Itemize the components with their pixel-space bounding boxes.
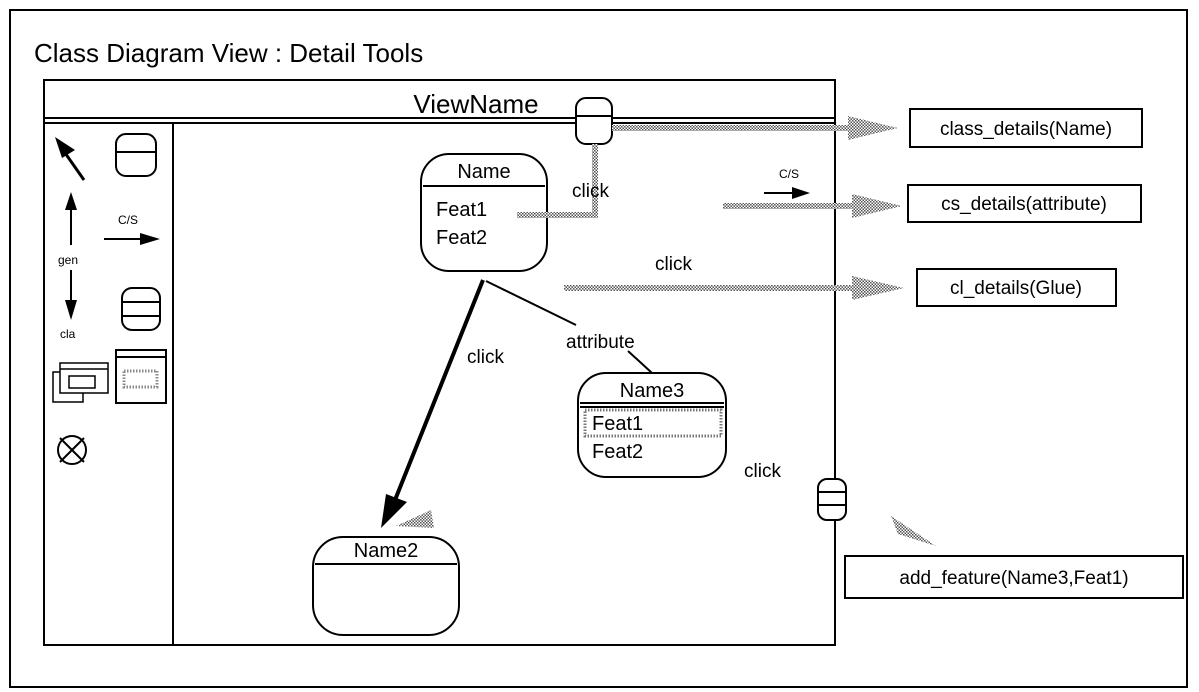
edge-attribute-widget[interactable] (817, 478, 847, 521)
cs-details-label: cs_details(attribute) (941, 194, 1107, 215)
generalization-arrow[interactable] (381, 279, 485, 528)
class-name-label: Name (457, 161, 510, 183)
class-shape-icon[interactable] (115, 133, 157, 177)
view-frame (43, 79, 836, 646)
cs-details-arrow (723, 194, 902, 218)
class-box-name[interactable]: Name Feat1 Feat2 (420, 153, 548, 272)
delete-circle-icon[interactable] (57, 435, 87, 465)
click-label-middle: click (655, 254, 692, 275)
cs-details-box[interactable]: cs_details(attribute) (907, 184, 1142, 223)
hatched-arrowhead (891, 516, 936, 546)
class-name-label: Name3 (620, 380, 684, 402)
class-feature-label[interactable]: Feat1 (592, 413, 643, 435)
nested-window-icon[interactable] (52, 362, 109, 403)
gen-cla-arrows-icon[interactable]: gen cla (58, 192, 78, 341)
toolbox: gen cla C/S (52, 133, 167, 465)
cs-label: C/S (779, 167, 799, 181)
cl-details-arrow (564, 276, 904, 300)
click-label-right: click (744, 461, 781, 482)
class-feature-label[interactable]: Feat2 (436, 227, 487, 249)
gen-label: gen (58, 253, 78, 267)
attribute-association[interactable] (485, 280, 653, 374)
add-feature-box[interactable]: add_feature(Name3,Feat1) (844, 555, 1184, 599)
class-details-label: class_details(Name) (940, 119, 1112, 140)
title-class-widget[interactable] (575, 97, 613, 145)
class-box-name3[interactable]: Name3 Feat1 Feat2 (577, 372, 727, 478)
selected-box-icon[interactable] (115, 349, 167, 404)
cs-arrow (764, 187, 810, 199)
page-border (9, 9, 1188, 688)
cs-tool-label: C/S (118, 213, 138, 227)
class-feature-label[interactable]: Feat2 (592, 441, 643, 463)
click-path-connector (517, 144, 598, 218)
cl-details-label: cl_details(Glue) (950, 278, 1082, 299)
cl-details-box[interactable]: cl_details(Glue) (916, 268, 1117, 307)
arrow-pointer-icon[interactable] (55, 137, 86, 181)
click-label-top: click (572, 181, 609, 202)
class-with-attributes-icon[interactable] (121, 287, 161, 331)
view-name: ViewName (413, 89, 538, 119)
class-feature-label[interactable]: Feat1 (436, 199, 487, 221)
cla-label: cla (60, 327, 76, 341)
page-title: Class Diagram View : Detail Tools (34, 38, 424, 68)
class-name-label: Name2 (354, 540, 418, 562)
click-label-left: click (467, 347, 504, 368)
class-details-box[interactable]: class_details(Name) (909, 108, 1143, 148)
cs-arrow-icon[interactable]: C/S (104, 213, 160, 245)
class-box-name2[interactable]: Name2 (312, 536, 460, 636)
attribute-label: attribute (566, 332, 635, 353)
add-feature-label: add_feature(Name3,Feat1) (899, 568, 1128, 589)
view-window: ViewName (43, 79, 836, 646)
hatched-arrowhead (396, 510, 434, 528)
class-details-arrow (612, 116, 898, 140)
